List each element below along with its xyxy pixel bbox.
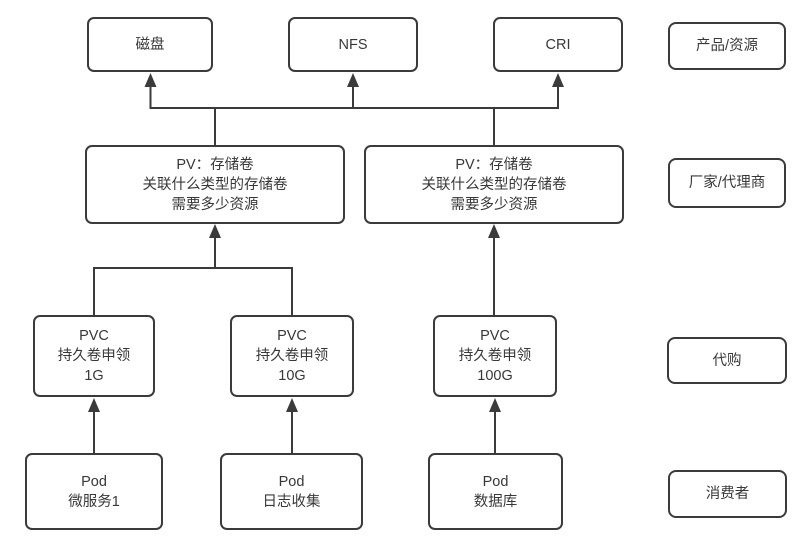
node-cri: CRI [493, 17, 623, 72]
arrowhead-to-disk [144, 73, 157, 87]
connector-top-bus [149, 85, 559, 109]
arrowhead-to-pvc-100g [489, 398, 501, 412]
node-pod-database-line2: 数据库 [473, 493, 518, 510]
node-pv-left: PV：存储卷 关联什么类型的存储卷 需要多少资源 [85, 145, 345, 224]
node-pv-left-line2: 关联什么类型的存储卷 [142, 176, 288, 193]
legend-purchasing-agent: 代购 [667, 337, 787, 384]
node-pvc-1g-line3: 1G [84, 368, 104, 384]
node-disk: 磁盘 [87, 17, 213, 72]
connector-mid-bus [93, 267, 293, 316]
node-pvc-10g-line1: PVC [277, 328, 307, 344]
node-pv-right: PV：存储卷 关联什么类型的存储卷 需要多少资源 [364, 145, 624, 224]
node-pod-microservice-line1: Pod [81, 473, 107, 490]
node-pod-logcollect-line1: Pod [278, 473, 305, 490]
node-disk-label: 磁盘 [135, 36, 165, 53]
legend-consumer-label: 消费者 [705, 486, 750, 502]
node-nfs: NFS [288, 17, 418, 72]
arrowhead-to-cri [552, 73, 564, 87]
node-pvc-1g: PVC 持久卷申领 1G [33, 315, 155, 397]
node-pvc-10g-line3: 10G [278, 368, 306, 384]
node-pvc-10g-line2: 持久卷申领 [255, 348, 329, 364]
arrowhead-to-pv-left [209, 224, 221, 238]
node-pvc-100g-line2: 持久卷申领 [458, 348, 532, 364]
legend-product-resource-label: 产品/资源 [695, 38, 759, 54]
arrowhead-to-pvc-10g [286, 398, 298, 412]
node-pv-right-line2: 关联什么类型的存储卷 [421, 176, 567, 193]
node-pod-database: Pod 数据库 [428, 453, 563, 530]
node-pvc-10g: PVC 持久卷申领 10G [230, 315, 354, 397]
legend-product-resource: 产品/资源 [668, 22, 786, 70]
node-pv-left-line1: PV：存储卷 [176, 156, 254, 173]
legend-consumer: 消费者 [668, 470, 787, 518]
node-pod-logcollect: Pod 日志收集 [220, 453, 363, 530]
node-pod-logcollect-line2: 日志收集 [262, 493, 321, 510]
node-pod-microservice-line2: 微服务1 [68, 493, 120, 510]
node-pvc-100g-line1: PVC [480, 328, 510, 344]
node-cri-label: CRI [545, 36, 571, 53]
node-pv-right-line1: PV：存储卷 [455, 156, 533, 173]
arrowhead-to-pv-right [488, 224, 500, 238]
node-nfs-label: NFS [338, 36, 368, 53]
legend-vendor-agent: 厂家/代理商 [668, 158, 786, 208]
node-pvc-1g-line1: PVC [79, 328, 109, 344]
arrowhead-to-nfs [347, 73, 359, 87]
node-pod-microservice: Pod 微服务1 [25, 453, 163, 530]
node-pvc-100g: PVC 持久卷申领 100G [433, 315, 557, 397]
arrowhead-to-pvc-1g [88, 398, 100, 412]
node-pvc-1g-line2: 持久卷申领 [57, 348, 131, 364]
legend-vendor-agent-label: 厂家/代理商 [688, 175, 766, 191]
node-pv-right-line3: 需要多少资源 [450, 196, 538, 213]
node-pv-left-line3: 需要多少资源 [171, 196, 259, 213]
node-pvc-100g-line3: 100G [477, 368, 513, 384]
node-pod-database-line1: Pod [482, 473, 509, 490]
legend-purchasing-agent-label: 代购 [712, 352, 742, 369]
